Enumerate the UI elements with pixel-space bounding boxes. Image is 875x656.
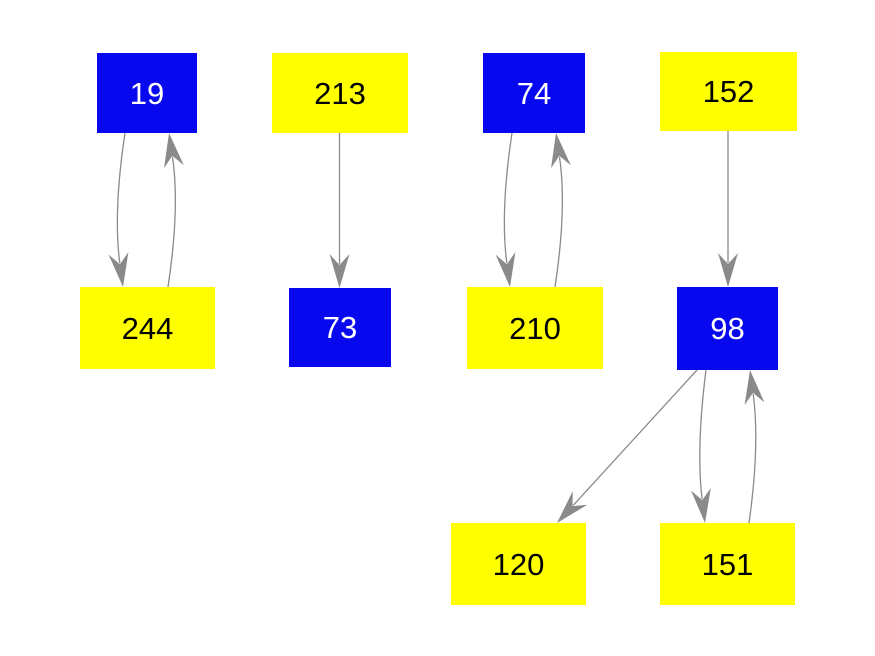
node-151: 151 [660,523,795,605]
node-label: 74 [516,75,552,111]
node-label: 73 [322,310,358,345]
node-74: 74 [483,53,585,133]
node-152: 152 [660,52,797,131]
node-label: 152 [702,74,755,109]
node-213: 213 [272,53,408,133]
node-label: 120 [492,546,545,582]
node-label: 98 [710,311,745,346]
node-label: 19 [129,75,165,111]
node-73: 73 [289,288,391,367]
node-120: 120 [451,523,586,605]
node-label: 210 [509,310,561,346]
node-244: 244 [80,287,215,369]
node-label: 213 [314,75,366,111]
node-19: 19 [97,53,197,133]
node-98: 98 [677,287,778,370]
node-label: 151 [701,546,754,582]
node-label: 244 [121,310,174,346]
node-210: 210 [467,287,603,369]
